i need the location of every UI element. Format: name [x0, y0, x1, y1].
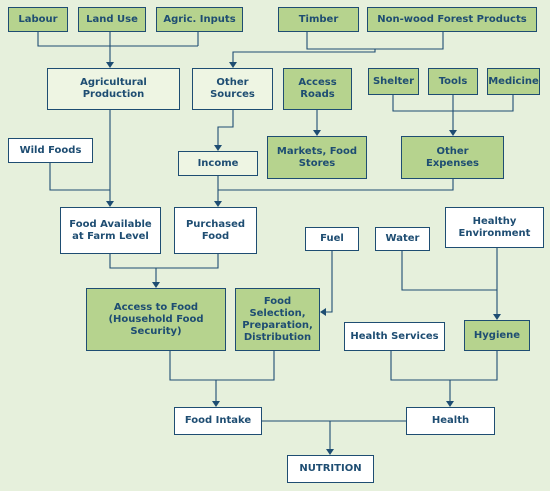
water-node: Water [375, 227, 430, 251]
agric-inputs-node: Agric. Inputs [156, 7, 243, 32]
non-wood-forest-products-node: Non-wood Forest Products [367, 7, 537, 32]
food-available-node: Food Available at Farm Level [60, 207, 161, 254]
other-expenses-node: Other Expenses [401, 136, 504, 179]
access-roads-node: Access Roads [283, 68, 352, 110]
shelter-node: Shelter [368, 68, 419, 95]
income-node: Income [178, 151, 258, 176]
other-sources-node: Other Sources [192, 68, 273, 110]
purchased-food-node: Purchased Food [174, 207, 257, 254]
fuel-node: Fuel [305, 227, 359, 251]
food-intake-node: Food Intake [174, 407, 262, 435]
health-services-node: Health Services [344, 322, 445, 351]
food-selection-node: Food Selection, Preparation, Distributio… [235, 288, 320, 351]
access-to-food-node: Access to Food (Household Food Security) [86, 288, 226, 351]
healthy-environment-node: Healthy Environment [445, 207, 544, 248]
markets-food-stores-node: Markets, Food Stores [267, 136, 367, 179]
agricultural-production-node: Agricultural Production [47, 68, 180, 110]
wild-foods-node: Wild Foods [8, 138, 93, 163]
labour-node: Labour [8, 7, 68, 32]
land-use-node: Land Use [78, 7, 146, 32]
timber-node: Timber [278, 7, 359, 32]
tools-node: Tools [428, 68, 478, 95]
medicine-node: Medicine [487, 68, 540, 95]
health-node: Health [406, 407, 495, 435]
hygiene-node: Hygiene [464, 320, 530, 351]
nutrition-node: NUTRITION [287, 455, 374, 483]
